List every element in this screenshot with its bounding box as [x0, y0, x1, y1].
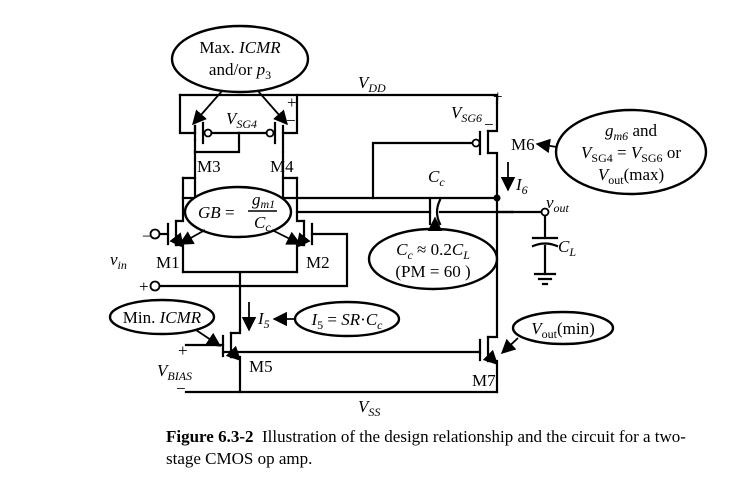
input-minus-terminal: [149, 228, 161, 240]
svg-text:=: =: [225, 203, 235, 222]
transistor-m1: [158, 196, 185, 274]
caption-text: Illustration of the design relationship …: [166, 427, 686, 468]
figure-caption: Figure 6.3-2 Illustration of the design …: [166, 426, 706, 470]
vbias-label: VBIAS: [157, 361, 192, 383]
bubble-cc: Cc ≈ 0.2CL (PM = 60 ): [367, 227, 499, 291]
input-minus-sign: –: [142, 225, 152, 244]
bubble-max-icmr: Max. ICMR and/or p3: [170, 24, 310, 94]
svg-text:I5 = SR·Cc: I5 = SR·Cc: [311, 310, 384, 332]
vsg6-label: VSG6: [451, 103, 482, 125]
transistor-m4: [237, 121, 285, 154]
transistor-m2: [158, 196, 349, 288]
output-node: [495, 207, 559, 286]
bubble-i5: I5 = SR·Cc: [293, 300, 401, 338]
m3-diode-wire: [193, 131, 241, 154]
cc-label: Cc: [428, 167, 445, 189]
vsg4-minus: −: [286, 111, 296, 130]
transistor-m7: [478, 196, 499, 394]
vsg4-plus: +: [287, 93, 297, 112]
svg-text:gm6 and: gm6 and: [605, 121, 657, 143]
bubble-gm6: gm6 and VSG4 = VSG6 or Vout(max): [554, 108, 708, 196]
vdd-label: VDD: [358, 73, 386, 95]
figure-number: Figure 6.3-2: [166, 427, 254, 446]
transistor-m3: [193, 121, 241, 154]
cl-label: CL: [558, 237, 576, 259]
vdd-rail: [178, 93, 499, 135]
m3-m4-drains: [193, 150, 285, 200]
m6-label: M6: [511, 135, 535, 154]
svg-text:Min. ICMR: Min. ICMR: [123, 308, 202, 327]
vsg4-label: VSG4: [226, 109, 257, 131]
i6-label: I6: [515, 175, 528, 197]
vin-label: vin: [110, 250, 127, 272]
svg-text:and/or p3: and/or p3: [209, 60, 271, 82]
svg-text:Vout(max): Vout(max): [598, 165, 664, 187]
svg-text:gm1: gm1: [252, 190, 275, 211]
m1-label: M1: [156, 253, 180, 272]
i5-label: I5: [257, 309, 270, 331]
vbias-minus: −: [176, 379, 186, 398]
svg-text:Cc: Cc: [254, 213, 271, 234]
diff-pair-tail: [181, 270, 299, 332]
input-plus-sign: +: [139, 277, 149, 296]
transistor-m6: [371, 101, 499, 200]
svg-text:VSG4 = VSG6 or: VSG4 = VSG6 or: [581, 143, 681, 165]
transistor-m5: [184, 328, 242, 394]
svg-text:Max. ICMR: Max. ICMR: [199, 38, 281, 57]
vss-label: VSS: [358, 397, 380, 419]
m3-label: M3: [197, 157, 221, 176]
vsg6-minus: −: [484, 115, 494, 134]
bubble-min-icmr: Min. ICMR: [108, 298, 216, 336]
vout-label: vout: [546, 193, 570, 215]
m5-label: M5: [249, 357, 273, 376]
svg-text:GB: GB: [198, 203, 221, 222]
bubble-gb: GB = gm1 Cc: [183, 185, 293, 239]
m7-label: M7: [472, 371, 496, 390]
output-terminal: [540, 207, 550, 217]
svg-text:Vout(min): Vout(min): [531, 319, 595, 341]
m4-label: M4: [270, 157, 294, 176]
m2-label: M2: [306, 253, 330, 272]
bubble-vout-min: Vout(min): [511, 310, 615, 346]
vsg6-plus: +: [493, 87, 503, 106]
svg-text:Cc ≈ 0.2CL: Cc ≈ 0.2CL: [396, 240, 470, 262]
vbias-plus: +: [178, 341, 188, 360]
input-plus-terminal: [149, 280, 161, 292]
svg-text:(PM = 60 ): (PM = 60 ): [395, 262, 470, 281]
